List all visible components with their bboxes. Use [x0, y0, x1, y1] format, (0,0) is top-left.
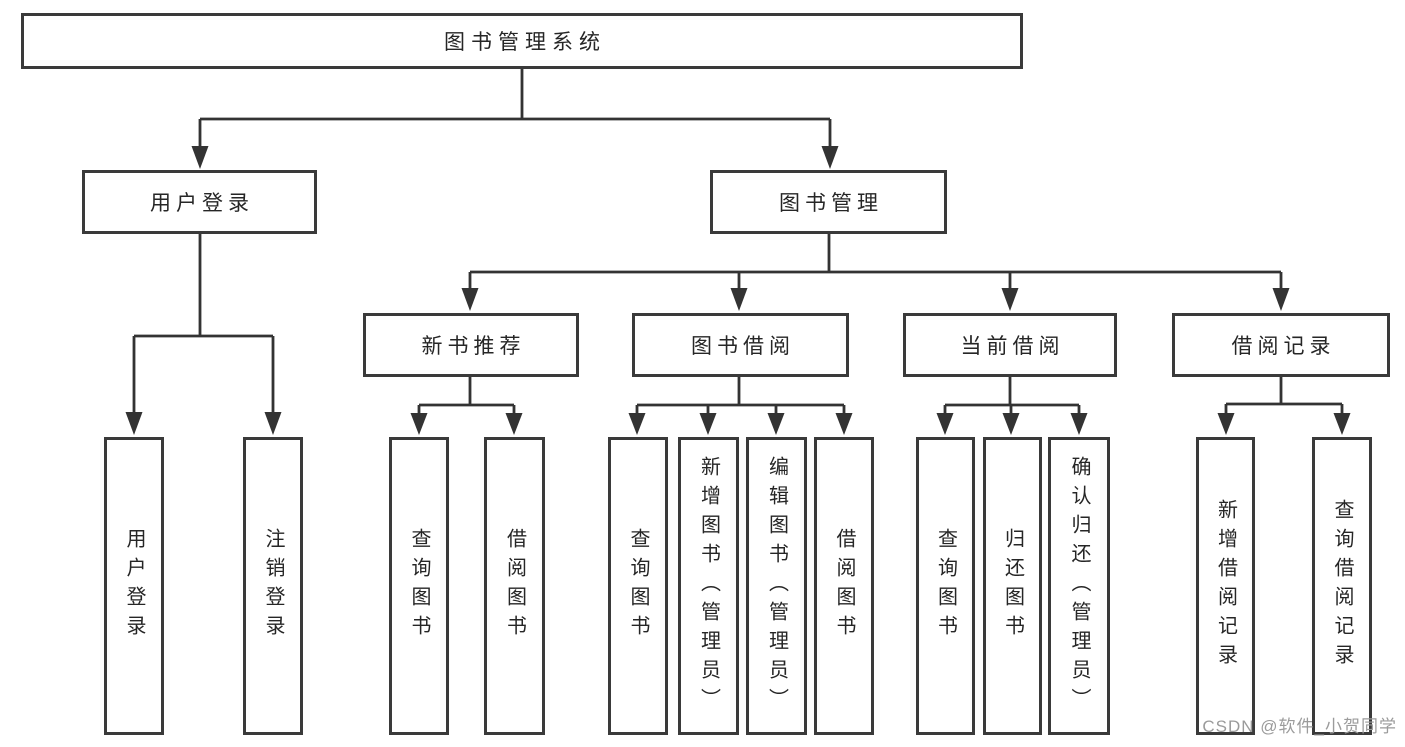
- node-current-borrowing: 当前借阅: [903, 313, 1117, 377]
- arrow-down-icon: [1333, 413, 1351, 435]
- node-label: 编辑图书（管理员）: [765, 455, 788, 717]
- node-query-books-borrowing: 查询图书: [608, 437, 668, 735]
- arrow-down-icon: [1002, 413, 1020, 435]
- node-return-books: 归还图书: [983, 437, 1042, 735]
- node-borrow-books-recommendation: 借阅图书: [484, 437, 545, 735]
- node-label: 新增借阅记录: [1214, 499, 1237, 673]
- connector-recommendation-children: [410, 376, 523, 435]
- arrow-down-icon: [730, 288, 748, 311]
- csdn-watermark: CSDN @软件_小贺同学: [1202, 717, 1397, 736]
- connector-book-management-children: [461, 233, 1290, 311]
- node-label: 当前借阅: [960, 335, 1065, 358]
- node-label: 查询图书: [627, 528, 649, 644]
- node-label: 查询借阅记录: [1331, 499, 1353, 673]
- node-query-books-current: 查询图书: [916, 437, 975, 735]
- arrow-down-icon: [125, 412, 143, 435]
- node-label: 借阅记录: [1231, 335, 1336, 358]
- arrow-down-icon: [1070, 413, 1088, 435]
- node-label: 用户登录: [123, 528, 145, 644]
- node-book-borrowing: 图书借阅: [632, 313, 849, 377]
- node-label: 借阅图书: [833, 528, 855, 644]
- node-label: 查询图书: [934, 528, 957, 644]
- arrow-down-icon: [936, 413, 954, 435]
- node-label: 借阅图书: [503, 528, 526, 644]
- arrow-down-icon: [835, 413, 853, 435]
- node-user-login: 用户登录: [82, 170, 317, 234]
- node-label: 归还图书: [1001, 528, 1024, 644]
- connector-current-borrowing-children: [936, 376, 1088, 435]
- node-label: 图书管理: [779, 192, 883, 215]
- node-confirm-return-admin: 确认归还（管理员）: [1048, 437, 1110, 735]
- arrow-down-icon: [264, 412, 282, 435]
- connector-borrowing-children: [628, 376, 853, 435]
- connector-user-login-children: [125, 233, 282, 435]
- arrow-down-icon: [1272, 288, 1290, 311]
- node-label: 图书管理系统: [444, 31, 606, 54]
- node-edit-books-admin: 编辑图书（管理员）: [746, 437, 807, 735]
- arrow-down-icon: [628, 413, 646, 435]
- arrow-down-icon: [461, 288, 479, 311]
- node-borrowing-records: 借阅记录: [1172, 313, 1390, 377]
- arrow-down-icon: [699, 413, 717, 435]
- connector-root-to-level2: [191, 68, 839, 169]
- node-user-login-leaf: 用户登录: [104, 437, 164, 735]
- arrow-down-icon: [410, 413, 428, 435]
- arrow-down-icon: [1217, 413, 1235, 435]
- node-label: 新增图书（管理员）: [697, 455, 720, 717]
- node-borrow-books-borrowing: 借阅图书: [814, 437, 874, 735]
- arrow-down-icon: [191, 146, 209, 169]
- node-library-management-system: 图书管理系统: [21, 13, 1023, 69]
- node-add-borrow-record: 新增借阅记录: [1196, 437, 1255, 735]
- node-query-books-recommendation: 查询图书: [389, 437, 449, 735]
- connector-records-children: [1217, 376, 1351, 435]
- node-book-management: 图书管理: [710, 170, 947, 234]
- node-label: 新书推荐: [421, 335, 526, 358]
- arrow-down-icon: [767, 413, 785, 435]
- arrow-down-icon: [1001, 288, 1019, 311]
- node-label: 图书借阅: [691, 335, 795, 358]
- arrow-down-icon: [505, 413, 523, 435]
- node-logout: 注销登录: [243, 437, 303, 735]
- node-label: 用户登录: [150, 192, 254, 215]
- node-label: 注销登录: [262, 528, 284, 644]
- node-new-book-recommendation: 新书推荐: [363, 313, 579, 377]
- node-query-borrow-record: 查询借阅记录: [1312, 437, 1372, 735]
- node-label: 确认归还（管理员）: [1068, 455, 1090, 717]
- node-label: 查询图书: [408, 528, 430, 644]
- node-add-books-admin: 新增图书（管理员）: [678, 437, 739, 735]
- arrow-down-icon: [821, 146, 839, 169]
